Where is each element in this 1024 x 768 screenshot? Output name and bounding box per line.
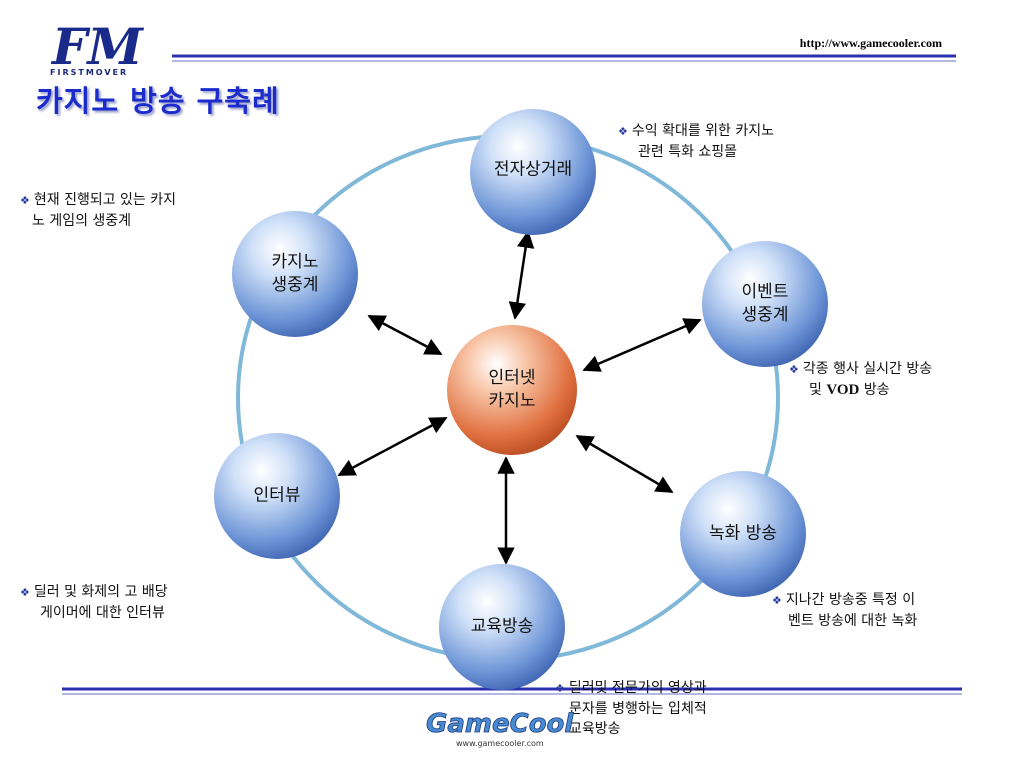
- note-recording: ❖지나간 방송중 특정 이 벤트 방송에 대한 녹화: [772, 592, 918, 629]
- arrow-center-recording: [575, 434, 674, 494]
- diamond-bullet-icon: ❖: [772, 594, 782, 607]
- node-ecommerce-label: 전자상거래: [493, 159, 573, 180]
- node-recording: [680, 471, 806, 597]
- node-recording-label: 녹화 방송: [709, 523, 777, 544]
- note-event-relay: ❖각종 행사 실시간 방송 및 VOD 방송: [789, 361, 933, 398]
- node-education: [439, 564, 565, 690]
- arrow-center-interview: [337, 416, 448, 477]
- arrow-center-ecommerce: [508, 230, 535, 320]
- gamecooler-wordmark: GameCooler: [426, 709, 574, 739]
- note-casino-relay: ❖현재 진행되고 있는 카지 노 게임의 생중계: [20, 192, 177, 229]
- arrow-center-event-relay: [582, 318, 702, 372]
- node-interview-label: 인터뷰: [253, 485, 301, 506]
- diamond-bullet-icon: ❖: [20, 194, 30, 207]
- logo-mark: FM: [50, 18, 144, 76]
- node-ecommerce: [470, 109, 596, 235]
- node-center: [447, 325, 577, 455]
- logo-subtitle: FIRSTMOVER: [50, 68, 129, 77]
- note-interview: ❖딜러 및 화제의 고 배당 게이머에 대한 인터뷰: [20, 584, 168, 621]
- diamond-bullet-icon: ❖: [618, 125, 628, 138]
- firstmover-logo: FM: [50, 18, 144, 76]
- diamond-bullet-icon: ❖: [555, 682, 565, 695]
- note-ecommerce: ❖수익 확대를 위한 카지노 관련 특화 쇼핑몰: [618, 123, 775, 160]
- note-education: ❖딜러및 전문가의 영상과 문자를 병행하는 입체적 교육방송: [555, 680, 707, 737]
- node-event-relay: [702, 241, 828, 367]
- node-casino-relay: [232, 211, 358, 337]
- node-education-label: 교육방송: [470, 616, 534, 637]
- gamecooler-url: www.gamecooler.com: [456, 739, 544, 748]
- page-title: 카지노 방송 구축례: [36, 84, 280, 118]
- node-interview: [214, 433, 340, 559]
- site-url[interactable]: http://www.gamecooler.com: [799, 36, 942, 50]
- gamecooler-logo[interactable]: GameCooler www.gamecooler.com: [424, 698, 574, 750]
- arrow-center-casino-relay: [367, 314, 443, 356]
- diamond-bullet-icon: ❖: [789, 363, 799, 376]
- diamond-bullet-icon: ❖: [20, 586, 30, 599]
